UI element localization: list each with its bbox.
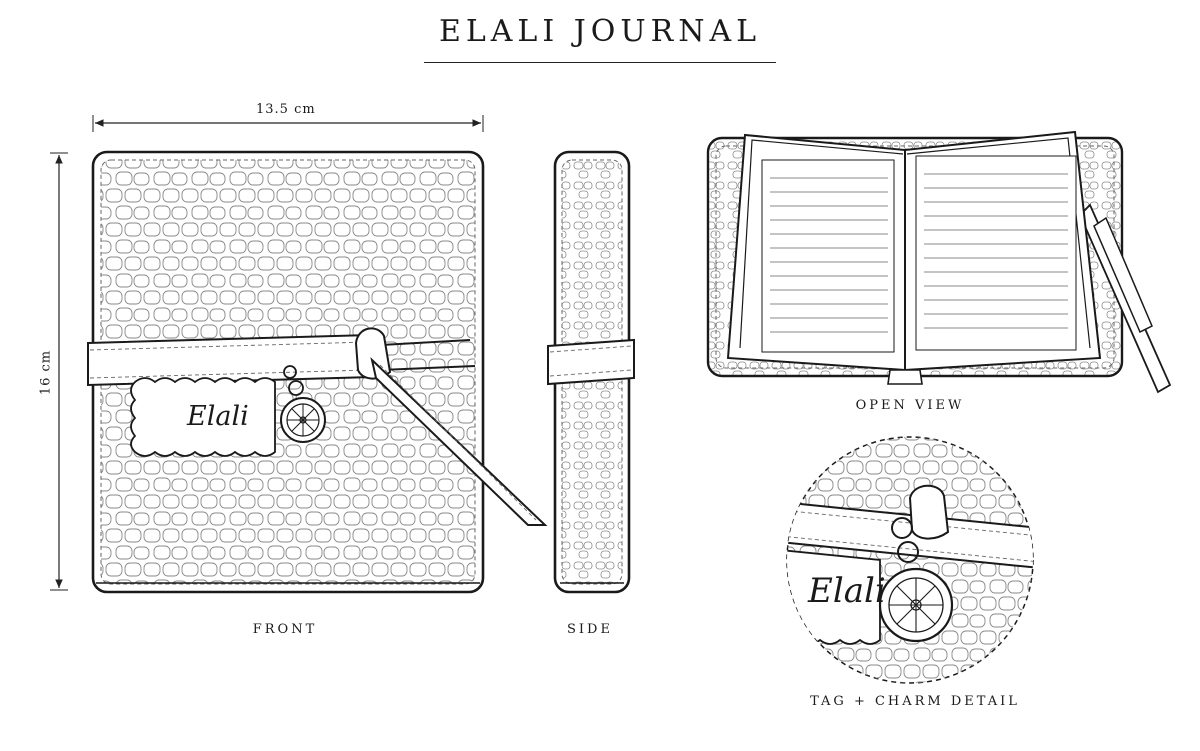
height-dimension-line: [50, 152, 68, 591]
open-view-label: OPEN VIEW: [855, 398, 965, 413]
page-title: ELALI JOURNAL: [438, 14, 762, 49]
detail-view-label: TAG + CHARM DETAIL: [810, 694, 1020, 709]
side-view: [547, 150, 635, 594]
detail-view: [786, 436, 1034, 684]
front-view: [87, 150, 548, 594]
title-underline: [424, 62, 776, 63]
front-tag-text: Elali: [186, 401, 249, 432]
detail-tag-text: Elali: [807, 571, 886, 611]
width-dimension-label: 13.5 cm: [256, 102, 316, 117]
side-view-label: SIDE: [567, 622, 613, 637]
front-view-label: FRONT: [252, 622, 318, 637]
width-dimension-line: [92, 115, 484, 132]
open-view: [706, 130, 1172, 394]
